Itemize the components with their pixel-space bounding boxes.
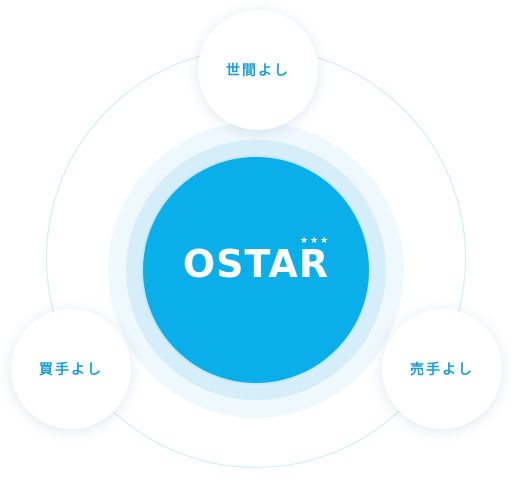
node-label: 世間よし xyxy=(226,63,290,79)
node-kaite-yoshi: 買手よし xyxy=(11,309,131,429)
brand-stars: ★★★ xyxy=(300,236,331,246)
node-label: 売手よし xyxy=(410,362,474,378)
node-seken-yoshi: 世間よし xyxy=(198,10,318,130)
brand-logo-text: OSTAR xyxy=(182,242,330,286)
node-urite-yoshi: 売手よし xyxy=(382,309,502,429)
node-label: 買手よし xyxy=(39,362,103,378)
brand-hub: ★★★ OSTAR xyxy=(143,157,369,383)
